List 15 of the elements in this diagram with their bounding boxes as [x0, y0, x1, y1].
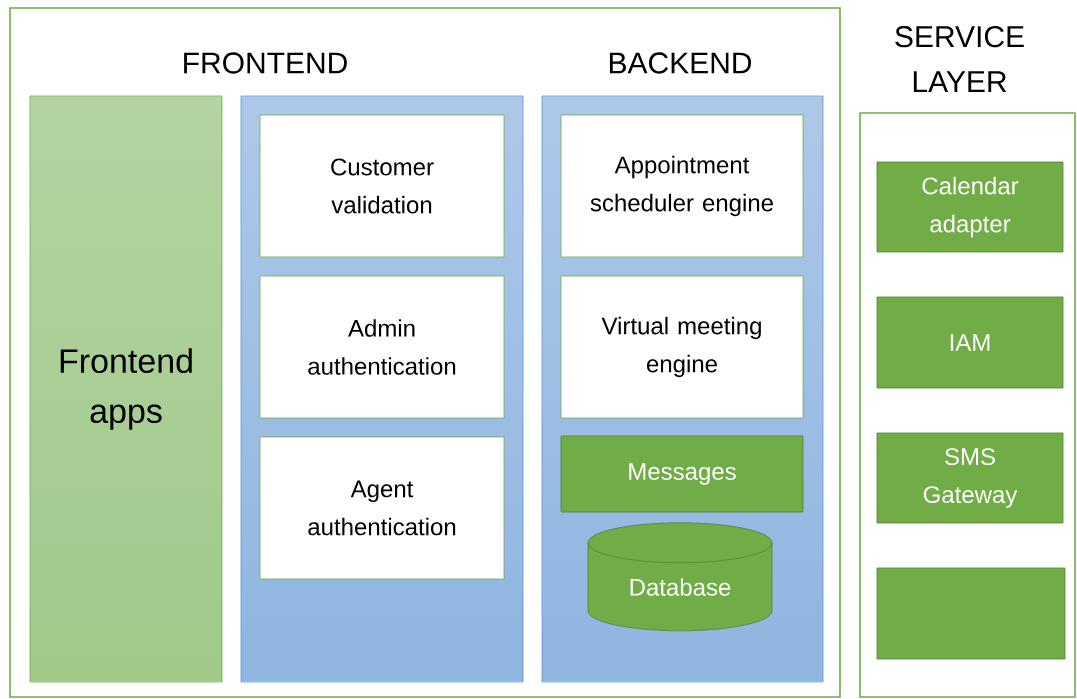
- component-box: Customer validation: [259, 114, 505, 258]
- service-box: SMS Gateway: [876, 432, 1064, 524]
- section-heading: FRONTEND: [184, 52, 347, 74]
- service-box: Messages: [560, 435, 804, 513]
- section-heading: SERVICE LAYER: [895, 26, 1024, 92]
- component-box: Virtual meeting engine: [560, 275, 804, 419]
- service-box: [876, 567, 1066, 660]
- component-box: Agent authentication: [259, 436, 505, 580]
- database-cylinder: Database: [587, 522, 773, 632]
- component-box: Admin authentication: [259, 275, 505, 419]
- section-heading: BACKEND: [609, 52, 752, 74]
- app-panel: Frontend apps: [29, 95, 223, 683]
- component-box: Appointment scheduler engine: [560, 114, 804, 258]
- service-box: IAM: [876, 296, 1064, 389]
- service-box: Calendar adapter: [876, 161, 1064, 253]
